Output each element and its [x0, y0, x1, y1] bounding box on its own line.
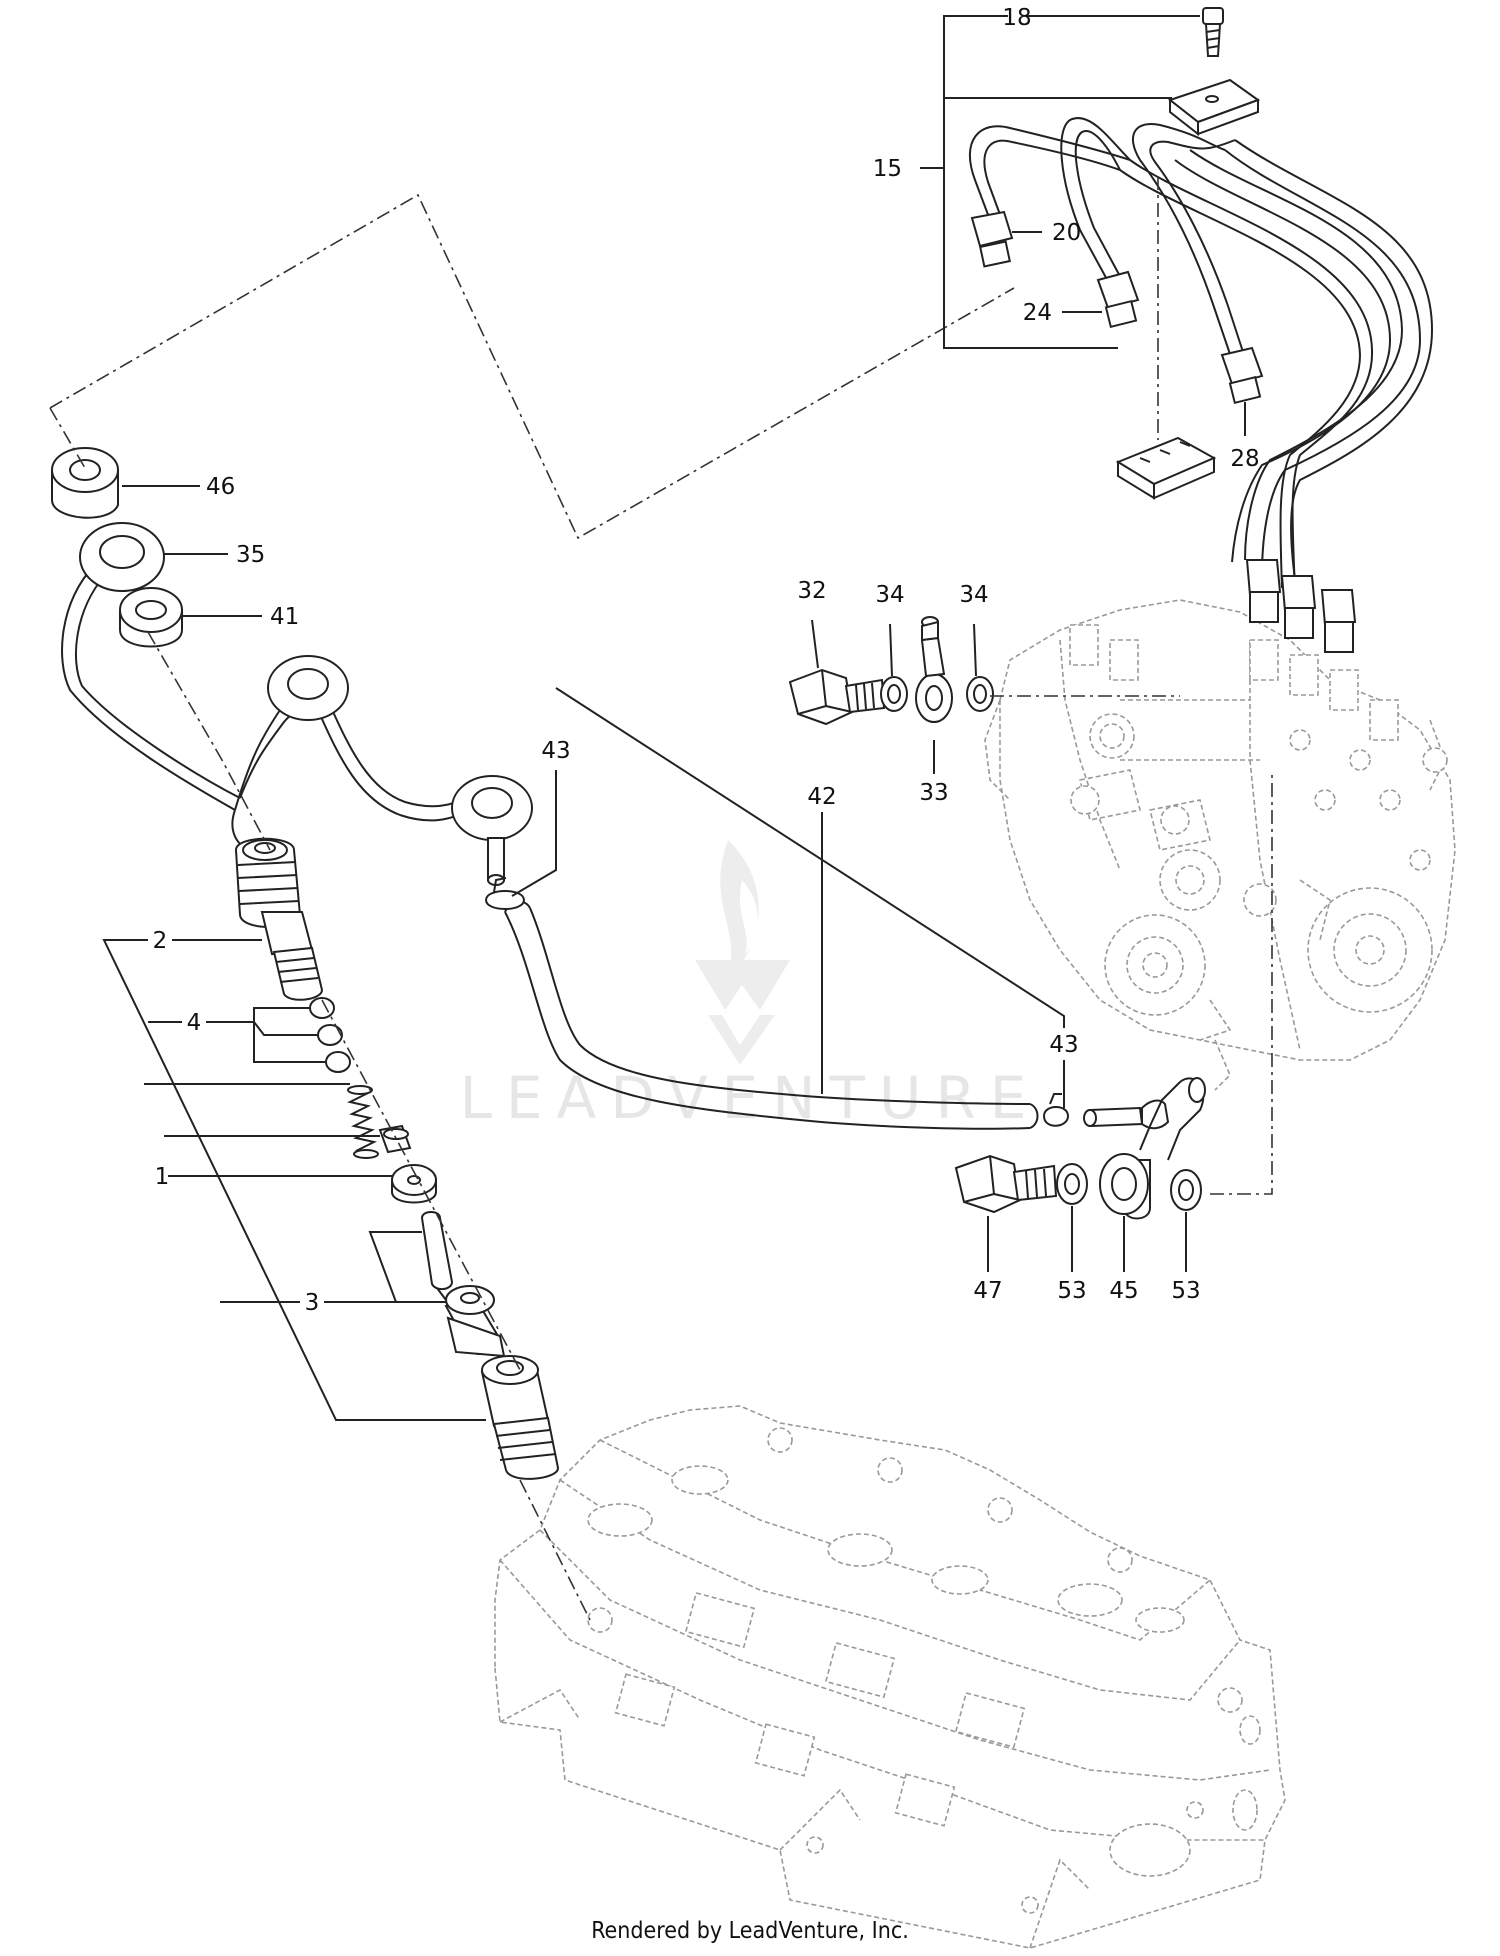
- return-pipe-fitting: [1083, 1077, 1206, 1161]
- callout-labels: 18 15 20 24 28 46 35 41 32 34 34 33 43 4…: [153, 5, 1260, 1316]
- hose-clip-43-lower: [1042, 1093, 1070, 1127]
- pipe-clamp-top: [1167, 78, 1261, 137]
- washer-53-right: [1170, 1169, 1202, 1211]
- callout-35: 35: [236, 542, 265, 568]
- callout-1: 1: [155, 1164, 170, 1190]
- nozzle-nut: [480, 1355, 560, 1480]
- callout-20: 20: [1052, 220, 1081, 246]
- callout-18: 18: [1002, 5, 1031, 31]
- banjo-45: [1099, 1153, 1151, 1220]
- banjo-fitting-33: [915, 616, 953, 723]
- callout-33: 33: [919, 780, 948, 806]
- leadventure-watermark: LEADVENTURE: [460, 840, 1041, 1132]
- washer-53-left: [1056, 1163, 1088, 1205]
- pipe-nut-28: [1220, 346, 1264, 405]
- callout-45: 45: [1109, 1278, 1138, 1304]
- callout-2: 2: [153, 928, 168, 954]
- cylinder-head-ghost: [494, 1405, 1286, 1949]
- callout-4: 4: [187, 1010, 202, 1036]
- callout-28: 28: [1230, 446, 1259, 472]
- callout-41: 41: [270, 604, 299, 630]
- pipe-clamp-bottom: [1115, 436, 1217, 500]
- callout-43-upper: 43: [541, 738, 570, 764]
- alignment-lines: [49, 176, 1273, 1621]
- callout-46: 46: [206, 474, 235, 500]
- leader-lines: [102, 15, 1246, 1421]
- callout-42: 42: [807, 784, 836, 810]
- callout-47: 47: [973, 1278, 1002, 1304]
- callout-53-right: 53: [1171, 1278, 1200, 1304]
- banjo-eye-pipe-middle: [267, 655, 349, 721]
- distance-piece-1: [391, 1164, 437, 1204]
- fuel-injector-2: [234, 837, 324, 1001]
- callout-34-left: 34: [875, 582, 904, 608]
- callout-15: 15: [873, 156, 902, 182]
- banjo-bolt-32: [788, 668, 886, 726]
- banjo-eye-pipe-end: [451, 775, 533, 841]
- banjo-eye-35: [79, 522, 165, 592]
- washer-41: [119, 587, 183, 648]
- washer-34-left: [880, 676, 908, 712]
- injector-pipe-assembly: [61, 522, 533, 886]
- injector-spring: [347, 1085, 379, 1159]
- callout-34-right: 34: [959, 582, 988, 608]
- spring-seat: [378, 1124, 412, 1154]
- footer-credit: Rendered by LeadVenture, Inc.: [591, 1918, 909, 1944]
- injection-pump-ghost: [984, 599, 1456, 1091]
- clamp-bolt: [1202, 7, 1224, 57]
- banjo-bolt-47: [954, 1154, 1058, 1214]
- washer-34-right: [966, 676, 994, 712]
- pump-delivery-nuts: [1245, 559, 1357, 653]
- watermark-text: LEADVENTURE: [460, 1064, 1041, 1132]
- pipe-nut-24: [1096, 270, 1140, 329]
- nozzle-body-3: [444, 1285, 506, 1358]
- nozzle-needle: [420, 1211, 454, 1301]
- callout-24: 24: [1023, 300, 1052, 326]
- callout-53-left: 53: [1057, 1278, 1086, 1304]
- callout-3: 3: [305, 1290, 320, 1316]
- callout-43-lower: 43: [1049, 1032, 1078, 1058]
- pipe-nut-20: [970, 210, 1014, 268]
- fuel-pipe-assembly: [969, 7, 1434, 653]
- o-rings-4: [309, 997, 351, 1073]
- callout-32: 32: [797, 578, 826, 604]
- nut-46: [51, 447, 119, 519]
- leadventure-logo: [695, 840, 790, 1065]
